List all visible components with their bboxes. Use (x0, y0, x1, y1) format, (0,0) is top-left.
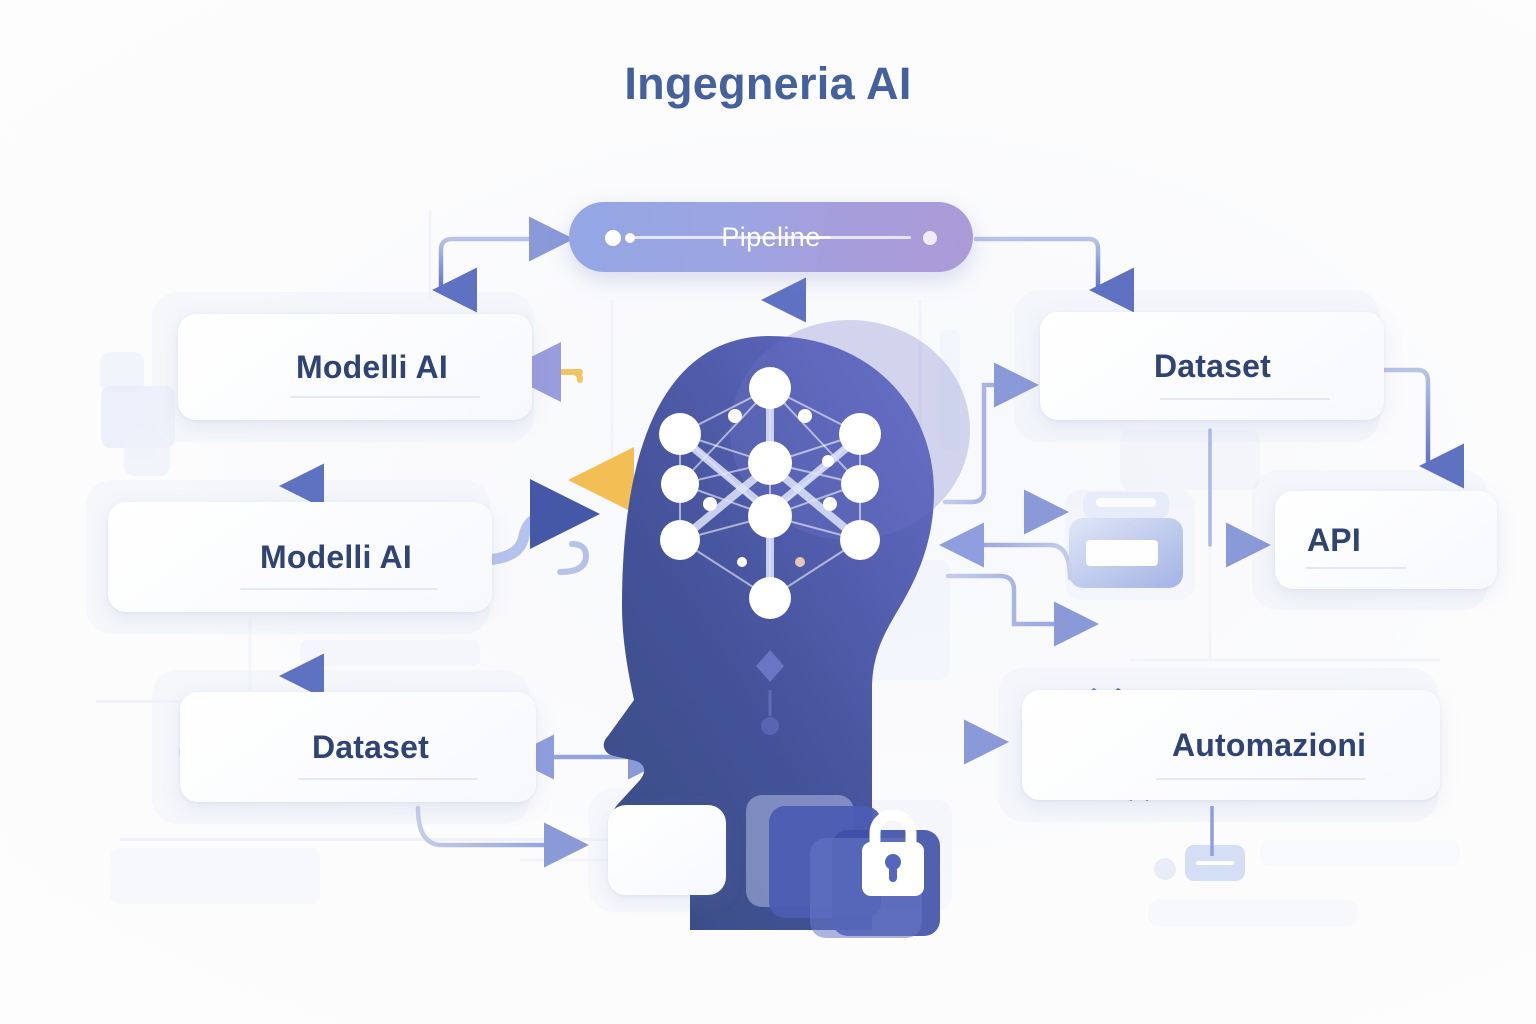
bg-block-right-mid (1260, 840, 1460, 866)
arrow-modelli-mid-loop (557, 541, 590, 575)
pipeline-node[interactable]: Pipeline (569, 202, 973, 272)
page-title: Ingegneria AI (624, 58, 912, 109)
neural-network-graphic (659, 367, 881, 735)
head-diamond-marker (756, 650, 784, 682)
card-underline (240, 588, 438, 590)
card-underline (290, 396, 480, 398)
arrow-head-to-automazioni (945, 573, 1099, 647)
pipeline-track-left (631, 236, 831, 239)
secure-blocks-group (746, 795, 940, 938)
pipeline-dot-1 (605, 230, 621, 246)
bg-square-4 (125, 430, 155, 460)
card-icon-slot-image-triangles-icon (202, 336, 274, 398)
card-icon-slot-document-lines-icon (632, 822, 702, 878)
card-dataset-left[interactable]: Dataset (180, 692, 536, 802)
bg-hline-1 (120, 838, 620, 841)
card-underline (1156, 778, 1366, 780)
card-icon-slot-database-cylinder-icon (1066, 329, 1132, 403)
pipeline-track-right (801, 236, 911, 239)
bg-hline-2 (96, 700, 216, 703)
card-label-modelli-ai-top: Modelli AI (296, 348, 448, 385)
card-document[interactable] (608, 805, 726, 895)
bg-block-bottom-right (1148, 900, 1358, 926)
bg-square-1 (100, 352, 144, 392)
pipeline-dot-3 (923, 231, 937, 245)
arrow-modelli-mid-to-head (474, 508, 590, 566)
card-label-dataset-left: Dataset (312, 728, 430, 765)
card-underline (298, 778, 478, 780)
arrow-head-to-dataset-right (942, 362, 1039, 505)
card-icon-slot-gears-icon (1048, 703, 1152, 787)
pipeline-label: Pipeline (721, 221, 821, 252)
card-automazioni[interactable]: Automazioni (1022, 690, 1440, 800)
bg-pill-dash (1196, 861, 1234, 865)
card-api[interactable]: API (1275, 491, 1497, 589)
pipeline-dot-2 (625, 233, 635, 243)
bg-block-bottom-left (110, 848, 320, 904)
card-icon-slot-plug-connector-icon (1375, 512, 1437, 568)
card-label-api: API (1307, 521, 1361, 558)
card-underline (1305, 567, 1407, 569)
card-label-modelli-ai-mid: Modelli AI (260, 538, 412, 575)
card-modelli-ai-mid[interactable]: Modelli AI (108, 502, 492, 612)
arrow-pipeline-to-modelli-top (432, 236, 569, 313)
arrow-feedback-corner (569, 369, 583, 383)
arrow-back-to-head (939, 522, 1073, 581)
printer-ghost-icon (1069, 492, 1183, 588)
arrow-pipeline-to-dataset-right (973, 236, 1134, 313)
card-label-dataset-right: Dataset (1154, 347, 1272, 384)
card-label-automazioni: Automazioni (1172, 726, 1367, 763)
head-dot-marker (761, 717, 779, 735)
card-underline (1160, 398, 1330, 400)
lock-icon (862, 809, 924, 896)
card-modelli-ai-top[interactable]: Modelli AI (178, 314, 532, 420)
arrow-dataset-left-down-right (415, 805, 589, 868)
card-icon-slot-circular-nodes-icon (204, 707, 292, 787)
bg-dot-bottom-right (1154, 858, 1176, 880)
arrow-dataset-right-to-api (1357, 367, 1464, 489)
card-icon-slot-cube-nodes-icon (132, 526, 242, 588)
card-dataset-right[interactable]: Dataset (1040, 312, 1384, 420)
